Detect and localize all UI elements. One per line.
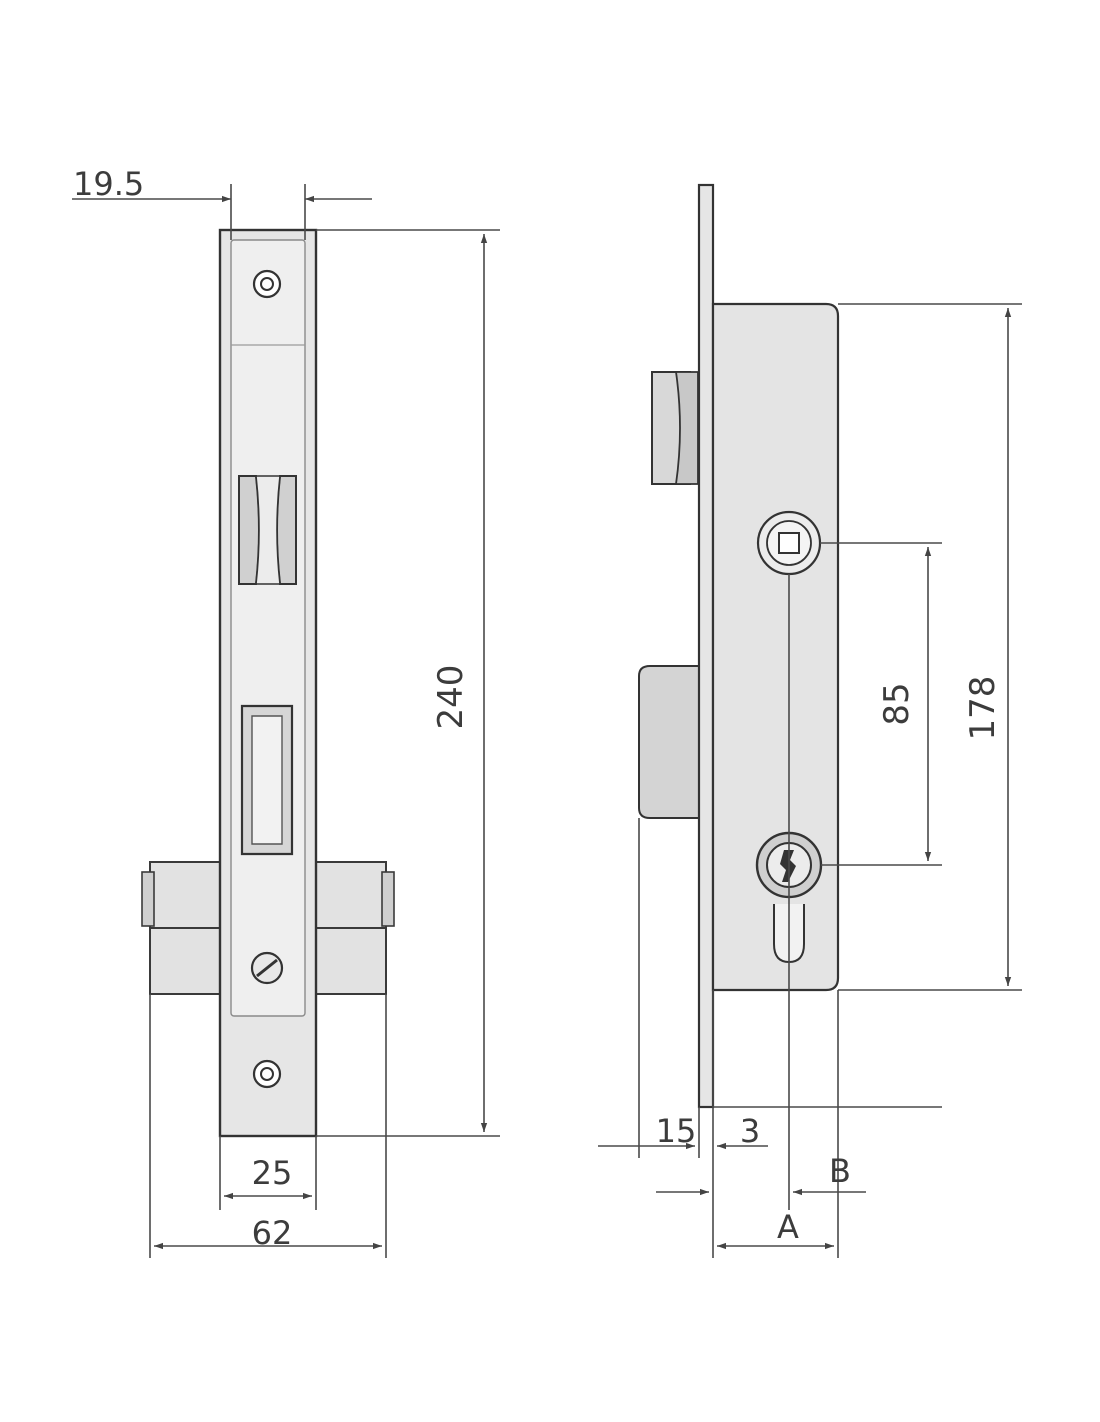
dim-backset-cylinder-label: B: [829, 1152, 851, 1190]
latch-opening: [238, 475, 297, 585]
deadbolt-opening: [240, 704, 294, 856]
dim-height: 240: [316, 229, 500, 1137]
latch-bolt: [651, 371, 699, 485]
dim-body-height-label: 178: [963, 676, 1003, 741]
dim-plate-thickness-label: 15: [656, 1112, 697, 1150]
side-face-plate: [697, 183, 715, 1109]
dim-top-width: 19.5: [72, 165, 372, 240]
dim-body-height: 178: [838, 303, 1022, 991]
screw-hole-bottom-icon: [252, 1059, 282, 1089]
side-view: 85 178 15 3 B A: [598, 183, 1022, 1258]
slotted-screw-icon: [250, 951, 284, 985]
dim-top-width-label: 19.5: [73, 165, 144, 203]
inner-plate: [230, 239, 306, 1017]
screw-hole-top-icon: [252, 269, 282, 299]
dim-plate-offset-label: 3: [740, 1112, 760, 1150]
dim-plate-width-label: 25: [252, 1154, 293, 1192]
dead-bolt: [638, 665, 701, 819]
dim-backset-total-label: A: [777, 1208, 799, 1246]
dim-handle-to-cylinder-label: 85: [877, 682, 917, 725]
dim-handle-to-cylinder: 85: [820, 542, 942, 866]
dim-plate-thickness: 15 3: [598, 1112, 768, 1150]
dim-backset-total: A: [717, 1208, 834, 1250]
spindle-hole-icon: [756, 510, 822, 576]
dim-overall-width-label: 62: [252, 1214, 293, 1252]
dim-height-label: 240: [431, 665, 471, 730]
front-view: 19.5 240 25 62: [72, 165, 500, 1258]
dim-backset-cylinder: B: [656, 1152, 866, 1196]
dim-plate-width: 25: [219, 1136, 317, 1210]
lock-case: [711, 302, 840, 992]
dim-overall-width: 62: [149, 994, 387, 1258]
